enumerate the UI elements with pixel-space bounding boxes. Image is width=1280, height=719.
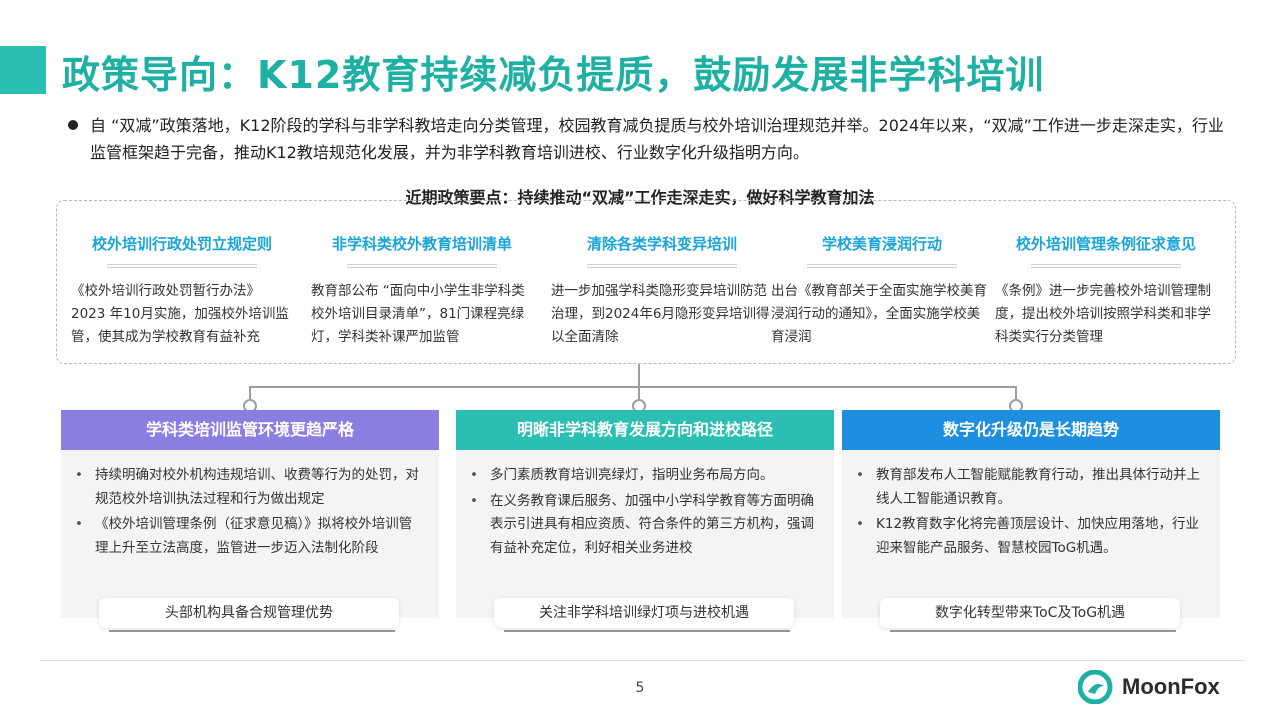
- connector-drop: [638, 386, 640, 400]
- card-footer-underline: [109, 630, 395, 632]
- policy-title: 非学科类校外教育培训清单: [331, 235, 512, 253]
- policy-item: 非学科类校外教育培训清单 教育部公布 “面向中小学生非学科类校外培训目录清单”，…: [311, 233, 533, 349]
- trend-card: 明晰非学科教育发展方向和进校路径 多门素质教育培训亮绿灯，指明业务布局方向。 在…: [456, 410, 834, 632]
- moonfox-logo-icon: [1078, 670, 1113, 704]
- trend-card: 学科类培训监管环境更趋严格 持续明确对校外机构违规培训、收费等行为的处罚，对规范…: [61, 410, 439, 632]
- card-footer-underline: [890, 630, 1176, 632]
- title-accent-bar: [0, 46, 46, 94]
- logo-text: MoonFox: [1122, 674, 1220, 699]
- card-list: 持续明确对校外机构违规培训、收费等行为的处罚，对规范校外培训执法过程和行为做出规…: [61, 450, 439, 560]
- list-item: 多门素质教育培训亮绿灯，指明业务布局方向。: [470, 464, 820, 488]
- policy-title: 清除各类学科变异培训: [586, 235, 737, 253]
- intro-paragraph: 自 “双减”政策落地，K12阶段的学科与非学科教培走向分类管理，校园教育减负提质…: [68, 112, 1228, 166]
- page-title: 政策导向：K12教育持续减负提质，鼓励发展非学科培训: [62, 53, 1045, 97]
- connector-drop: [249, 386, 251, 400]
- connector-drop: [1015, 386, 1017, 400]
- list-item: 《校外培训管理条例（征求意见稿）》拟将校外培训管理上升至立法高度，监管进一步迈入…: [75, 513, 425, 560]
- connector-horizontal: [250, 386, 1016, 388]
- policy-highlights-box: 校外培训行政处罚立规定则 《校外培训行政处罚暂行办法》2023 年10月实施，加…: [56, 200, 1236, 364]
- policy-divider: [107, 264, 257, 268]
- card-header: 数字化升级仍是长期趋势: [842, 410, 1220, 450]
- list-item: 持续明确对校外机构违规培训、收费等行为的处罚，对规范校外培训执法过程和行为做出规…: [75, 464, 425, 511]
- page-number: 5: [635, 680, 645, 696]
- policy-title: 校外培训行政处罚立规定则: [91, 235, 272, 253]
- bullet-dot: [68, 120, 78, 130]
- policy-desc: 进一步加强学科类隐形变异培训防范治理，到2024年6月隐形变异培训得以全面清除: [551, 283, 770, 345]
- card-header: 学科类培训监管环境更趋严格: [61, 410, 439, 450]
- card-footer-underline: [504, 630, 790, 632]
- policy-item: 校外培训行政处罚立规定则 《校外培训行政处罚暂行办法》2023 年10月实施，加…: [71, 233, 293, 349]
- card-footer-conclusion: 数字化转型带来ToC及ToG机遇: [880, 598, 1180, 628]
- policy-subheading: 近期政策要点：持续推动“双减”工作走深走实，做好科学教育加法: [405, 188, 875, 207]
- policy-divider: [587, 264, 737, 268]
- policy-item: 学校美育浸润行动 出台《教育部关于全面实施学校美育浸润行动的通知》，全面实施学校…: [771, 233, 993, 349]
- policy-title: 校外培训管理条例征求意见: [1015, 235, 1196, 253]
- footer-divider: [40, 660, 1245, 661]
- list-item: 教育部发布人工智能赋能教育行动，推出具体行动并上线人工智能通识教育。: [856, 464, 1206, 511]
- list-item: K12教育数字化将完善顶层设计、加快应用落地，行业迎来智能产品服务、智慧校园To…: [856, 513, 1206, 560]
- list-item: 在义务教育课后服务、加强中小学科学教育等方面明确表示引进具有相应资质、符合条件的…: [470, 490, 820, 561]
- policy-title: 学校美育浸润行动: [821, 235, 942, 253]
- moonfox-logo: MoonFox: [1078, 670, 1220, 704]
- policy-desc: 教育部公布 “面向中小学生非学科类校外培训目录清单”，81门课程亮绿灯，学科类补…: [311, 283, 525, 345]
- trend-card: 数字化升级仍是长期趋势 教育部发布人工智能赋能教育行动，推出具体行动并上线人工智…: [842, 410, 1220, 632]
- intro-text: 自 “双减”政策落地，K12阶段的学科与非学科教培走向分类管理，校园教育减负提质…: [90, 116, 1224, 162]
- card-footer-conclusion: 头部机构具备合规管理优势: [99, 598, 399, 628]
- card-footer-conclusion: 关注非学科培训绿灯项与进校机遇: [494, 598, 794, 628]
- policy-divider: [347, 264, 497, 268]
- card-header: 明晰非学科教育发展方向和进校路径: [456, 410, 834, 450]
- card-list: 多门素质教育培训亮绿灯，指明业务布局方向。 在义务教育课后服务、加强中小学科学教…: [456, 450, 834, 560]
- policy-divider: [807, 264, 957, 268]
- policy-item: 清除各类学科变异培训 进一步加强学科类隐形变异培训防范治理，到2024年6月隐形…: [551, 233, 773, 349]
- policy-divider: [1031, 264, 1181, 268]
- policy-desc: 《校外培训行政处罚暂行办法》2023 年10月实施，加强校外培训监管，使其成为学…: [71, 283, 289, 345]
- card-list: 教育部发布人工智能赋能教育行动，推出具体行动并上线人工智能通识教育。 K12教育…: [842, 450, 1220, 560]
- policy-desc: 《条例》进一步完善校外培训管理制度，提出校外培训按照学科类和非学科类实行分类管理: [995, 283, 1211, 345]
- policy-item: 校外培训管理条例征求意见 《条例》进一步完善校外培训管理制度，提出校外培训按照学…: [995, 233, 1217, 349]
- policy-desc: 出台《教育部关于全面实施学校美育浸润行动的通知》，全面实施学校美育浸润: [771, 283, 987, 345]
- connector-stem: [638, 364, 640, 386]
